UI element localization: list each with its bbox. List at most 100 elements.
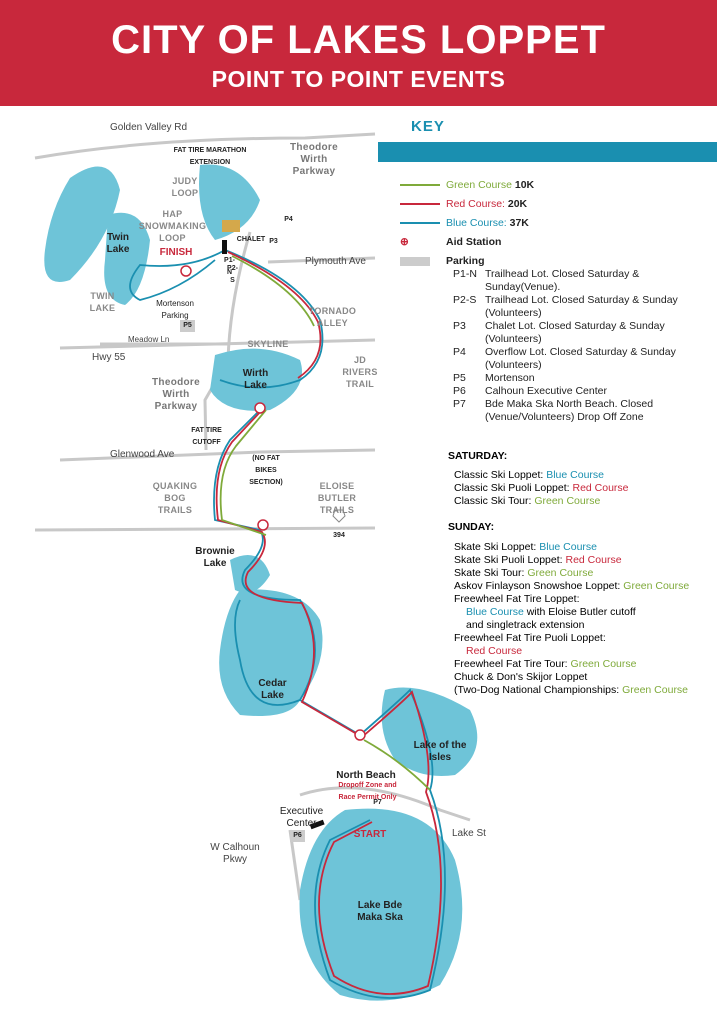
- aid-station-icon: [354, 729, 366, 741]
- list-item: Freewheel Fat Tire Puoli Loppet:: [454, 632, 606, 644]
- list-item: Red Course: [466, 645, 523, 657]
- theodore-wirth-pond: [199, 164, 260, 240]
- glenwood-ave-road: [59, 448, 376, 462]
- aid-stations: [180, 265, 366, 741]
- lake-bde-maka-ska: [299, 808, 463, 1001]
- course-map: [34, 132, 478, 1001]
- legend-item-parking: Parking: [400, 254, 485, 268]
- legend-title: KEY: [411, 118, 445, 135]
- place-label: North Beach: [336, 770, 396, 781]
- golden-valley-road: [34, 132, 376, 160]
- finish-label: FINISH: [159, 247, 193, 258]
- list-item: Askov Finlayson Snowshoe Loppet: Green C…: [454, 580, 690, 592]
- place-label: SKYLINE: [247, 339, 289, 349]
- road-label: Golden Valley Rd: [110, 122, 188, 133]
- hwy-shield-label: 394: [333, 532, 345, 539]
- aid-station-icon: [257, 519, 269, 531]
- list-item: Classic Ski Puoli Loppet: Red Course: [454, 482, 629, 494]
- legend-bar: [378, 142, 717, 162]
- parking-tag: P3: [269, 238, 278, 245]
- chalet-sign-icon: [222, 220, 240, 232]
- place-label: (NO FAT BIKES SECTION): [249, 455, 283, 486]
- blue-line-swatch-icon: [400, 222, 440, 224]
- parking-tag: P5: [180, 320, 195, 332]
- cedar-lake: [219, 589, 323, 716]
- list-item: Freewheel Fat Tire Loppet:: [454, 593, 580, 605]
- finish-marker: [222, 240, 227, 254]
- legend-item-green: Green Course 10K: [400, 178, 534, 192]
- legend-item-aid: ⊕ Aid Station: [400, 236, 502, 248]
- list-item: Skate Ski Tour: Green Course: [454, 567, 594, 579]
- place-label: Wirth Lake: [242, 368, 269, 391]
- road-label: Hwy 55: [92, 352, 126, 363]
- page-subtitle: POINT TO POINT EVENTS: [211, 66, 506, 92]
- red-line-swatch-icon: [400, 203, 440, 205]
- parking-swatch-icon: [400, 256, 430, 266]
- place-label: Theodore Wirth Parkway: [152, 377, 200, 412]
- place-label: FAT TIRE CUTOFF: [191, 427, 222, 446]
- place-label: CHALET: [236, 236, 266, 243]
- parking-tag: P2-S: [227, 265, 238, 284]
- aid-station-icon: [180, 265, 192, 277]
- place-label: JD RIVERS TRAIL: [342, 355, 378, 389]
- place-label: JUDY LOOP: [171, 176, 199, 198]
- courses: [129, 249, 446, 999]
- list-item: Skate Ski Puoli Loppet: Red Course: [454, 554, 622, 566]
- road-label: Plymouth Ave: [305, 256, 366, 267]
- list-item: (Two-Dog National Championships: Green C…: [454, 684, 689, 696]
- red-course-line: [215, 251, 442, 995]
- hwy-394-shield-icon: [332, 509, 346, 523]
- road-label: Glenwood Ave: [110, 449, 175, 460]
- place-label: Lake Bde Maka Ska: [357, 900, 403, 923]
- start-marker: [309, 819, 325, 830]
- legend-item-red: Red Course: 20K: [400, 197, 527, 211]
- list-item: Skate Ski Loppet: Blue Course: [454, 541, 598, 553]
- place-label: FAT TIRE MARATHON EXTENSION: [173, 147, 247, 166]
- place-label: Twin Lake: [106, 232, 130, 255]
- aid-station-icon: [254, 402, 266, 414]
- green-course-line: [219, 255, 431, 791]
- place-label: Cedar Lake: [258, 678, 287, 701]
- sunday-heading: SUNDAY:: [448, 521, 495, 533]
- green-line-swatch-icon: [400, 184, 440, 186]
- place-label: TWIN LAKE: [89, 291, 116, 313]
- brownie-lake: [230, 555, 270, 593]
- place-label: Dropoff Zone and Race Permit Only: [338, 782, 397, 801]
- place-label: Brownie Lake: [195, 546, 235, 569]
- place-label: Theodore Wirth Parkway: [290, 142, 338, 177]
- saturday-heading: SATURDAY:: [448, 450, 508, 462]
- list-item: Classic Ski Tour: Green Course: [454, 495, 601, 507]
- wirth-lake: [210, 348, 302, 411]
- plymouth-ave-road: [267, 256, 376, 264]
- title-banner: CITY OF LAKES LOPPET POINT TO POINT EVEN…: [0, 0, 717, 106]
- place-label: Executive Center: [279, 806, 324, 829]
- parking-tag: P6: [290, 830, 305, 842]
- parking-tag: P4: [284, 216, 293, 223]
- page-title: CITY OF LAKES LOPPET: [111, 18, 606, 62]
- road-label: W Calhoun Pkwy: [210, 842, 260, 865]
- lakes: [44, 164, 478, 1001]
- list-item: and singletrack extension: [466, 619, 585, 631]
- parking-tag: P7: [373, 799, 382, 806]
- place-label: Mortenson Parking: [156, 299, 194, 320]
- place-label: HAP SNOWMAKING LOOP: [138, 209, 207, 243]
- lake-st-road: [299, 786, 471, 822]
- road-label: Meadow Ln: [128, 335, 170, 344]
- parking-tag: P1-N: [224, 257, 235, 276]
- list-item: Classic Ski Loppet: Blue Course: [454, 469, 604, 481]
- sunday-events: Skate Ski Loppet: Blue Course Skate Ski …: [454, 541, 709, 697]
- list-item: Chuck & Don's Skijor Loppet: [454, 671, 588, 683]
- place-label: TORNADO ALLEY: [308, 306, 357, 328]
- roads: [34, 132, 471, 901]
- hwy-394-road: [34, 526, 376, 532]
- aid-station-icon: ⊕: [400, 236, 409, 248]
- lake-of-the-isles: [381, 687, 478, 776]
- list-item: Freewheel Fat Tire Tour: Green Course: [454, 658, 637, 670]
